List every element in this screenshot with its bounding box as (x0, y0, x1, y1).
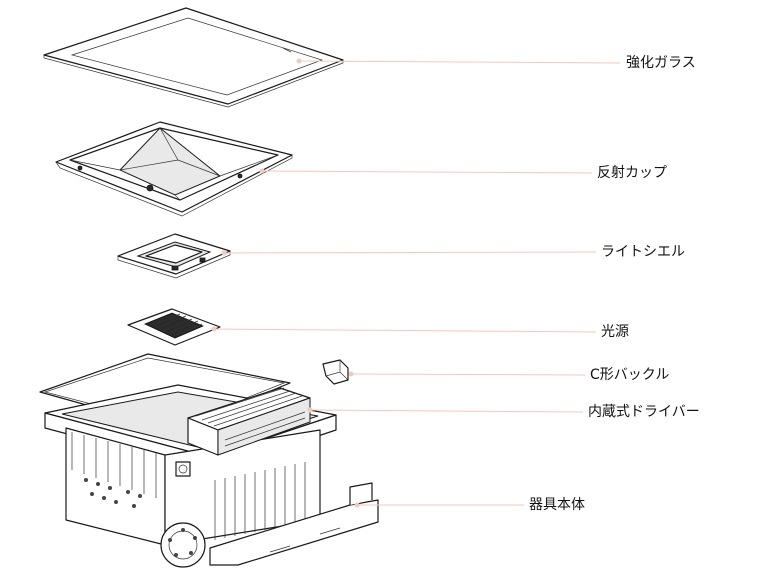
leader-dot-lens-shell (221, 250, 227, 256)
label-light-shell: ライトシエル (601, 244, 685, 260)
c-buckle-part (322, 359, 349, 385)
leader-line-driver (309, 409, 584, 413)
leader-dot-c-buckle (348, 371, 354, 377)
leader-line-glass (298, 60, 621, 64)
housing-part (44, 384, 379, 568)
label-c-buckle: C形バックル (590, 367, 670, 383)
label-housing: 器具本体 (529, 497, 585, 513)
tempered-glass-part (43, 7, 344, 108)
label-tempered-glass: 強化ガラス (626, 55, 696, 71)
label-light-source: 光源 (601, 324, 629, 340)
leader-dot-light-source (211, 326, 217, 332)
leader-dot-housing (354, 502, 360, 508)
light-shell-part (117, 233, 231, 279)
leader-line-lens-shell (223, 251, 597, 254)
leader-dot-glass (296, 58, 302, 64)
leader-dot-driver (307, 407, 313, 413)
leader-dot-reflector (259, 168, 265, 174)
label-reflector-cup: 反射カップ (597, 165, 667, 181)
reflector-cup-part (55, 121, 293, 217)
leader-lines (211, 58, 621, 508)
label-built-in-driver: 内蔵式ドライバー (588, 404, 700, 420)
leader-line-c-buckle (350, 373, 586, 376)
leader-line-light-source (213, 328, 597, 333)
light-source-part (127, 308, 221, 346)
leader-line-reflector (261, 170, 593, 174)
